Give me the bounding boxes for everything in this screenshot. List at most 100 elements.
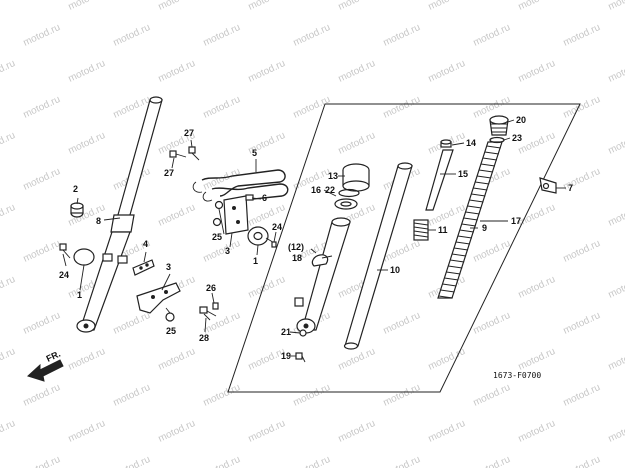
watermark-text: motod.ru: [202, 382, 242, 409]
watermark-text: motod.ru: [607, 202, 625, 229]
drain-bolt: [295, 352, 306, 363]
watermark-text: motod.ru: [247, 0, 287, 13]
callout-13: 13: [328, 171, 338, 181]
watermark-text: motod.ru: [337, 58, 377, 85]
watermark-text: motod.ru: [337, 346, 377, 373]
watermark-text: motod.ru: [0, 274, 17, 301]
bracket-lower: [136, 282, 181, 314]
watermark-text: motod.ru: [607, 58, 625, 85]
callout-12: (12): [288, 242, 304, 252]
watermark-text: motod.ru: [427, 346, 467, 373]
callout-9: 9: [482, 223, 487, 233]
watermark-text: motod.ru: [67, 130, 107, 157]
rebound-spring: [413, 219, 429, 241]
watermark-text: motod.ru: [202, 454, 242, 468]
watermark-text: motod.ru: [337, 418, 377, 445]
watermark-text: motod.ru: [112, 454, 152, 468]
callout-24-left: 24: [59, 270, 69, 280]
watermark-text: motod.ru: [382, 94, 422, 121]
watermark-text: motod.ru: [157, 202, 197, 229]
callout-11: 11: [438, 225, 448, 235]
watermark-text: motod.ru: [472, 238, 512, 265]
watermark-text: motod.ru: [22, 94, 62, 121]
watermark-text: motod.ru: [382, 22, 422, 49]
callout-22: 22: [325, 185, 335, 195]
watermark-text: motod.ru: [247, 418, 287, 445]
callout-28: 28: [199, 333, 209, 343]
callout-10: 10: [390, 265, 400, 275]
watermark-text: motod.ru: [562, 382, 602, 409]
drain-washer: [299, 329, 307, 337]
callout-7: 7: [568, 183, 573, 193]
watermark-text: motod.ru: [562, 22, 602, 49]
watermark-text: motod.ru: [0, 58, 17, 85]
callout-25-lower: 25: [166, 326, 176, 336]
watermark-text: motod.ru: [607, 130, 625, 157]
watermark-text: motod.ru: [0, 418, 17, 445]
brake-bracket: [212, 194, 254, 235]
side-bracket: [539, 177, 557, 194]
watermark-text: motod.ru: [292, 22, 332, 49]
watermark-text: motod.ru: [157, 346, 197, 373]
watermark-text: motod.ru: [607, 418, 625, 445]
watermark-text: motod.ru: [562, 94, 602, 121]
callout-19: 19: [281, 351, 291, 361]
watermark-text: motod.ru: [337, 0, 377, 13]
callout-26: 26: [206, 283, 216, 293]
watermark-text: motod.ru: [562, 454, 602, 468]
watermark-text: motod.ru: [0, 202, 17, 229]
callout-labels: 2 8 24 1 4 3 25 27 27 5 6 25 3 24 1 26 2…: [59, 115, 573, 361]
watermark-text: motod.ru: [0, 346, 17, 373]
callout-21: 21: [281, 327, 291, 337]
watermark-text: motod.ru: [247, 58, 287, 85]
watermark-text: motod.ru: [517, 202, 557, 229]
fork-slider: [294, 217, 351, 334]
watermark-text: motod.ru: [562, 238, 602, 265]
watermark-text: motod.ru: [67, 418, 107, 445]
inner-tube: [343, 162, 413, 350]
callout-27-left: 27: [164, 168, 174, 178]
watermark-text: motod.ru: [22, 454, 62, 468]
callout-18: 18: [292, 253, 302, 263]
cable-guide: [192, 169, 289, 202]
watermark-text: motod.ru: [202, 22, 242, 49]
callout-14: 14: [466, 138, 476, 148]
oil-seal: [334, 198, 358, 210]
leader-lines: [62, 119, 566, 357]
callout-8: 8: [96, 216, 101, 226]
callout-2: 2: [73, 184, 78, 194]
watermark-text: motod.ru: [562, 310, 602, 337]
watermark-text: motod.ru: [112, 22, 152, 49]
watermark-text: motod.ru: [67, 0, 107, 13]
callout-15: 15: [458, 169, 468, 179]
watermark-text: motod.ru: [472, 454, 512, 468]
watermark-text: motod.ru: [112, 310, 152, 337]
watermark-text: motod.ru: [157, 418, 197, 445]
watermark-text: motod.ru: [427, 0, 467, 13]
watermark-text: motod.ru: [67, 58, 107, 85]
callout-1: 1: [77, 290, 82, 300]
watermark-text: motod.ru: [22, 310, 62, 337]
watermark-text: motod.ru: [22, 166, 62, 193]
watermark-text: motod.ru: [157, 58, 197, 85]
callout-16: 16: [311, 185, 321, 195]
callout-6: 6: [262, 193, 267, 203]
watermark-text: motod.ru: [472, 94, 512, 121]
watermark-text: motod.ru: [472, 382, 512, 409]
watermark-text: motod.ru: [22, 22, 62, 49]
watermark-text: motod.ru: [22, 382, 62, 409]
front-direction-arrow: [27, 359, 64, 382]
nut-lower: [165, 307, 175, 322]
damper-rod: [425, 139, 454, 211]
watermark-text: motod.ru: [292, 94, 332, 121]
watermark-text: motod.ru: [607, 0, 625, 13]
watermark-text: motod.ru: [427, 418, 467, 445]
dust-seal: [342, 163, 370, 192]
watermark-text: motod.ru: [472, 22, 512, 49]
watermark-text: motod.ru: [517, 130, 557, 157]
watermark-text: motod.ru: [157, 0, 197, 13]
callout-23: 23: [512, 133, 522, 143]
